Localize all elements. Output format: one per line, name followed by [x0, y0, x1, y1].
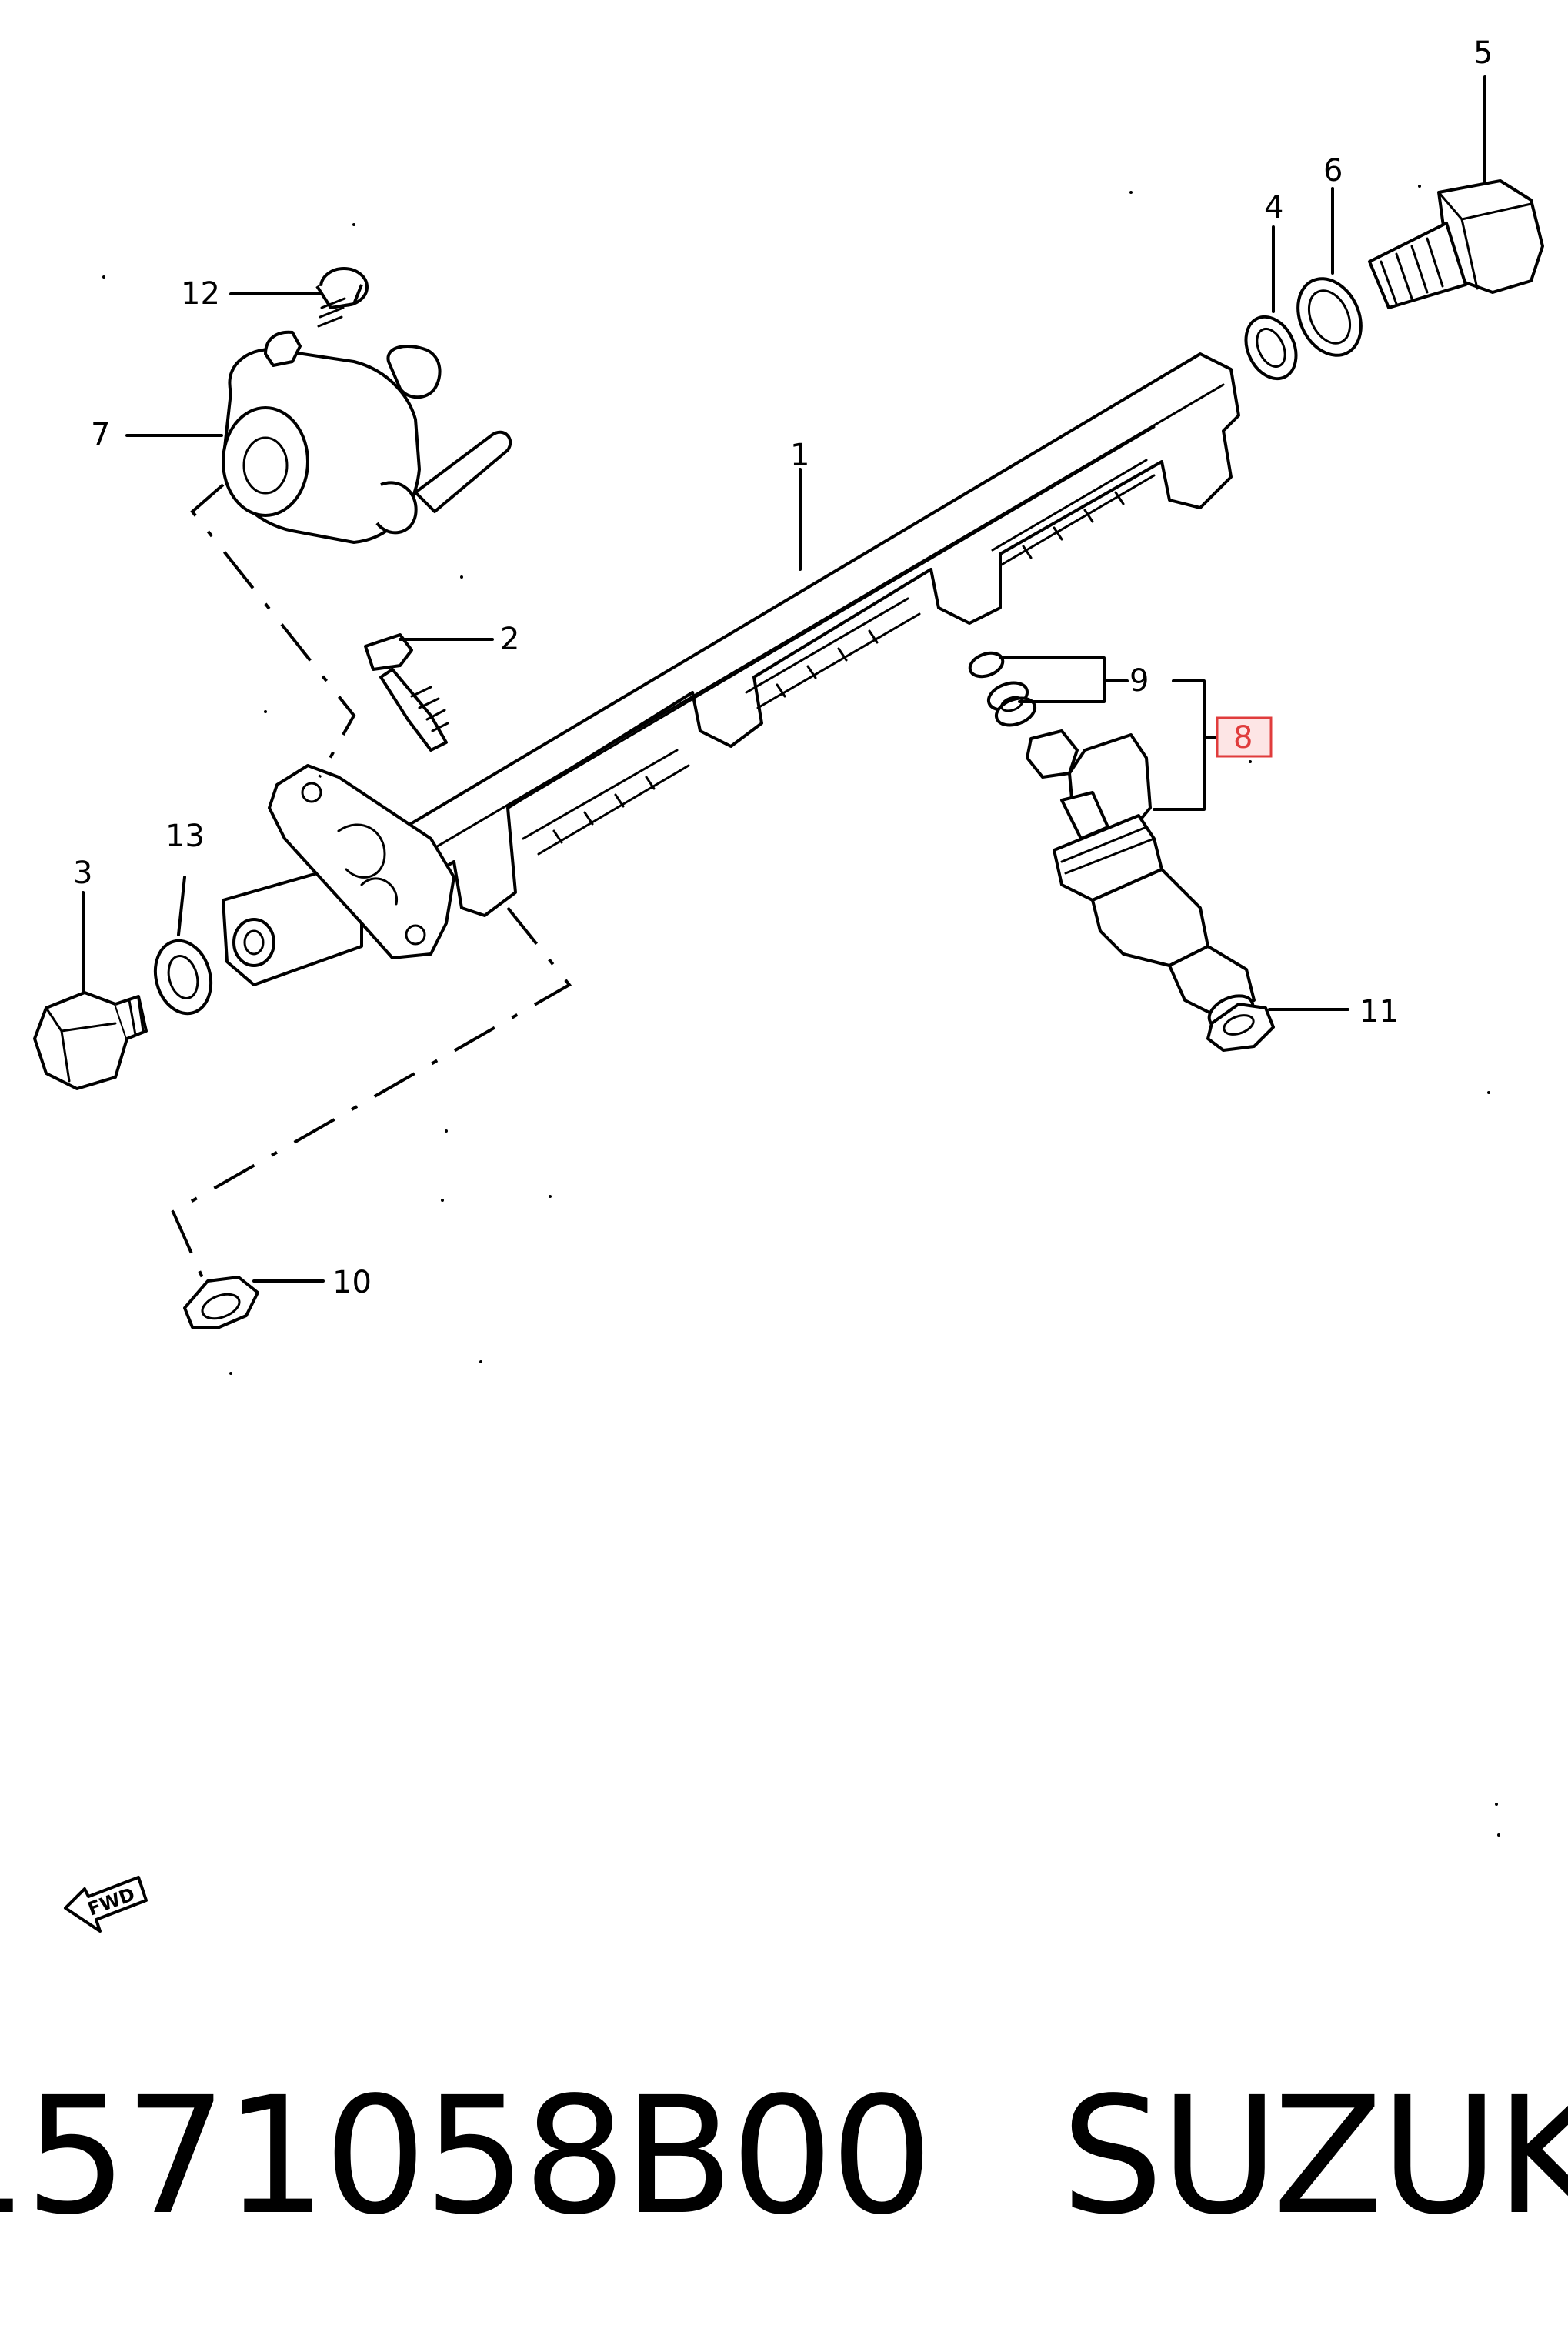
leader-8	[1153, 679, 1225, 811]
part-number: 1571058B00	[0, 2061, 933, 2250]
inlet-block	[222, 764, 455, 986]
callout-9: 9	[1129, 663, 1149, 699]
washer-6	[1296, 277, 1363, 357]
callout-13: 13	[165, 819, 205, 854]
highlight-box	[1216, 716, 1273, 758]
callout-4: 4	[1264, 190, 1283, 225]
grommet-10	[183, 1276, 259, 1329]
callout-8-highlight[interactable]: 8	[1216, 716, 1273, 758]
callout-2: 2	[500, 622, 519, 657]
footer: 1571058B00 SUZUKI	[0, 1970, 1568, 2342]
callout-5: 5	[1473, 35, 1493, 71]
reference-line-regulator	[190, 483, 356, 778]
callout-8: 8	[1233, 720, 1253, 756]
parts-diagram: FWD 12 7 1 2 4 6 5 13 3 9 8 11 10	[33, 35, 1544, 1933]
leader-13	[177, 876, 186, 936]
washer-4	[1244, 315, 1298, 381]
reference-line-grommet	[171, 906, 572, 1282]
injector-8	[1026, 729, 1256, 1029]
washer-13	[153, 939, 213, 1016]
callout-3: 3	[73, 856, 92, 891]
union-bolt-5	[1368, 179, 1544, 309]
insulator-11	[1206, 1003, 1275, 1052]
callout-11: 11	[1359, 994, 1399, 1029]
callout-1: 1	[790, 438, 809, 473]
leader-9	[999, 656, 1129, 703]
brand-name: SUZUKI	[1061, 2061, 1568, 2250]
plug-bolt-3	[33, 991, 148, 1090]
screw-12	[315, 267, 369, 328]
callout-7: 7	[91, 417, 110, 452]
seal-rings-9	[968, 651, 1037, 727]
bolt-2	[364, 633, 449, 752]
callout-6: 6	[1323, 153, 1343, 188]
pressure-regulator	[222, 330, 512, 544]
scan-specks	[102, 185, 1500, 1837]
callout-10: 10	[332, 1265, 372, 1300]
callout-12: 12	[181, 276, 220, 312]
fwd-arrow-icon: FWD	[64, 1876, 148, 1933]
